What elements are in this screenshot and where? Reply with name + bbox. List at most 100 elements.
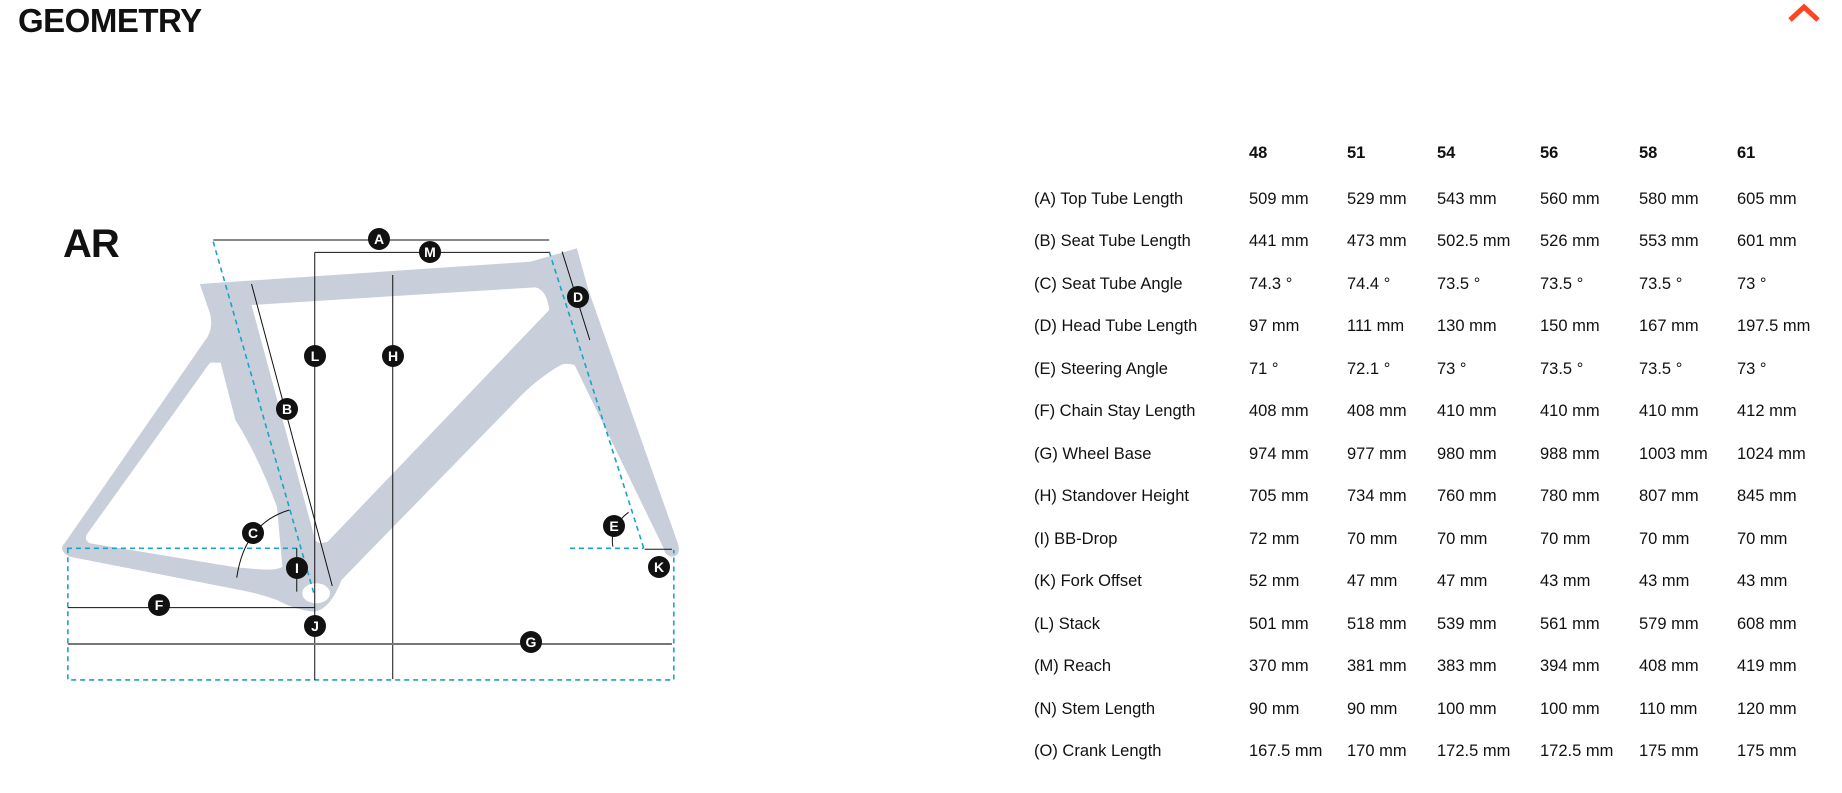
table-cell: 509 mm xyxy=(1249,189,1309,208)
table-cell: 70 mm xyxy=(1737,529,1788,548)
table-cell: 73.5 ° xyxy=(1540,359,1584,378)
table-cell: 419 mm xyxy=(1737,657,1797,676)
dimension-badge-a: A xyxy=(368,228,390,250)
table-cell: 197.5 mm xyxy=(1737,317,1811,336)
table-cell: 988 mm xyxy=(1540,444,1600,463)
corner-cell xyxy=(1034,138,1249,178)
svg-text:F: F xyxy=(155,597,164,613)
table-cell: 412 mm xyxy=(1737,402,1797,421)
table-cell: 760 mm xyxy=(1437,487,1497,506)
row-label: (F) Chain Stay Length xyxy=(1034,402,1196,421)
table-cell: 526 mm xyxy=(1540,232,1600,251)
table-cell: 383 mm xyxy=(1437,657,1497,676)
table-cell: 72.1 ° xyxy=(1347,359,1391,378)
row-label: (N) Stem Length xyxy=(1034,699,1156,718)
row-label: (B) Seat Tube Length xyxy=(1034,232,1191,251)
table-cell: 410 mm xyxy=(1540,402,1600,421)
table-cell: 502.5 mm xyxy=(1437,232,1511,251)
table-cell: 90 mm xyxy=(1347,699,1398,718)
row-label: (C) Seat Tube Angle xyxy=(1034,274,1183,293)
table-cell: 608 mm xyxy=(1737,614,1797,633)
table-row: (I) BB-Drop 72 mm 70 mm 70 mm 70 mm 70 mm 70 m… xyxy=(1034,518,1827,561)
table-cell: 518 mm xyxy=(1347,614,1407,633)
row-label: (L) Stack xyxy=(1034,614,1101,633)
table-cell: 70 mm xyxy=(1437,529,1488,548)
svg-text:I: I xyxy=(295,560,299,576)
table-cell: 601 mm xyxy=(1737,232,1797,251)
table-cell: 167 mm xyxy=(1639,317,1699,336)
table-cell: 807 mm xyxy=(1639,487,1699,506)
table-cell: 90 mm xyxy=(1249,699,1300,718)
dimension-badge-g: G xyxy=(520,631,542,653)
table-cell: 73 ° xyxy=(1737,274,1767,293)
size-header: 51 xyxy=(1347,143,1366,162)
table-cell: 70 mm xyxy=(1347,529,1398,548)
table-cell: 100 mm xyxy=(1437,699,1497,718)
table-cell: 780 mm xyxy=(1540,487,1600,506)
table-cell: 72 mm xyxy=(1249,529,1300,548)
table-cell: 73.5 ° xyxy=(1540,274,1584,293)
svg-text:L: L xyxy=(311,348,320,364)
dimension-badge-l: L xyxy=(304,345,326,367)
dimension-badge-j: J xyxy=(304,615,326,637)
dimension-badge-f: F xyxy=(148,594,170,616)
dimension-badge-e: E xyxy=(603,515,625,537)
svg-text:D: D xyxy=(573,289,583,305)
table-cell: 980 mm xyxy=(1437,444,1497,463)
table-cell: 47 mm xyxy=(1437,572,1488,591)
table-cell: 150 mm xyxy=(1540,317,1600,336)
table-cell: 47 mm xyxy=(1347,572,1398,591)
table-cell: 74.4 ° xyxy=(1347,274,1391,293)
row-label: (K) Fork Offset xyxy=(1034,572,1142,591)
table-cell: 111 mm xyxy=(1347,317,1405,336)
table-cell: 74.3 ° xyxy=(1249,274,1293,293)
table-cell: 130 mm xyxy=(1437,317,1497,336)
table-cell: 605 mm xyxy=(1737,189,1797,208)
row-label: (H) Standover Height xyxy=(1034,487,1189,506)
table-cell: 172.5 mm xyxy=(1540,742,1614,761)
svg-text:B: B xyxy=(282,401,292,417)
svg-text:A: A xyxy=(374,231,384,247)
table-cell: 167.5 mm xyxy=(1249,742,1323,761)
dimension-badge-d: D xyxy=(567,286,589,308)
bottom-bracket xyxy=(302,583,330,604)
table-cell: 580 mm xyxy=(1639,189,1699,208)
dimension-badge-i: I xyxy=(286,557,308,579)
table-cell: 543 mm xyxy=(1437,189,1497,208)
table-cell: 974 mm xyxy=(1249,444,1309,463)
table-cell: 370 mm xyxy=(1249,657,1309,676)
table-cell: 70 mm xyxy=(1639,529,1690,548)
svg-text:G: G xyxy=(526,634,537,650)
dimension-badge-b: B xyxy=(276,398,298,420)
size-header: 54 xyxy=(1437,143,1456,162)
table-cell: 70 mm xyxy=(1540,529,1591,548)
table-cell: 73.5 ° xyxy=(1639,359,1683,378)
size-header: 56 xyxy=(1540,143,1559,162)
table-cell: 110 mm xyxy=(1639,699,1698,718)
chevron-up-icon[interactable] xyxy=(1784,2,1824,26)
table-cell: 473 mm xyxy=(1347,232,1407,251)
row-label: (A) Top Tube Length xyxy=(1034,189,1184,208)
row-label: (I) BB-Drop xyxy=(1034,529,1118,548)
table-cell: 561 mm xyxy=(1540,614,1600,633)
table-cell: 381 mm xyxy=(1347,657,1407,676)
table-cell: 52 mm xyxy=(1249,572,1300,591)
table-cell: 408 mm xyxy=(1639,657,1699,676)
row-label: (O) Crank Length xyxy=(1034,742,1162,761)
table-cell: 410 mm xyxy=(1639,402,1699,421)
table-cell: 410 mm xyxy=(1437,402,1497,421)
table-cell: 43 mm xyxy=(1737,572,1788,591)
table-cell: 43 mm xyxy=(1540,572,1591,591)
row-label: (D) Head Tube Length xyxy=(1034,317,1198,336)
table-cell: 71 ° xyxy=(1249,359,1279,378)
table-cell: 175 mm xyxy=(1639,742,1699,761)
table-cell: 529 mm xyxy=(1347,189,1407,208)
table-cell: 1024 mm xyxy=(1737,444,1806,463)
